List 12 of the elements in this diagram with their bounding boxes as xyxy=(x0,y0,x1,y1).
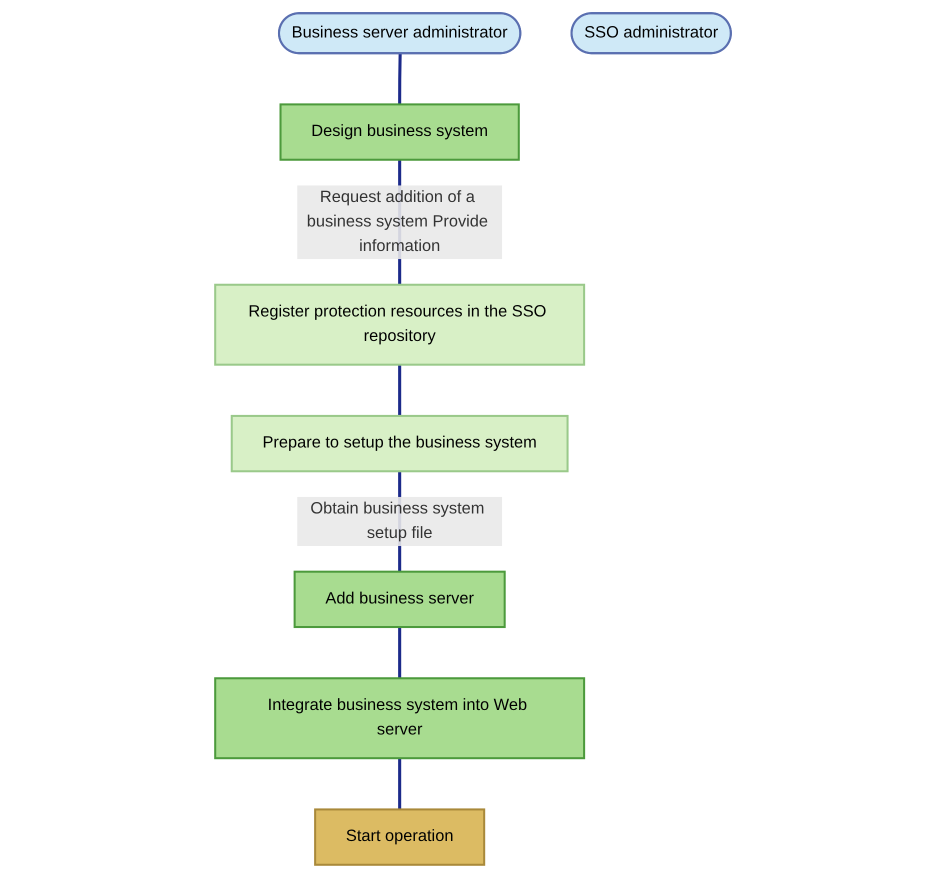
connector xyxy=(398,758,402,810)
node-box: Register protection resources in the SSO repository xyxy=(214,284,586,366)
node-box: Design business system xyxy=(280,103,520,161)
node-box: Integrate business system into Web server xyxy=(214,677,586,760)
edge-label: Request addition of a business system Provide information xyxy=(307,188,489,256)
connector xyxy=(398,54,402,104)
node-box: Prepare to setup the business system xyxy=(231,414,570,472)
connector xyxy=(398,627,402,678)
edge-label: Obtain business system setup file xyxy=(310,500,485,542)
node-box: Add business server xyxy=(294,570,506,628)
connector xyxy=(398,364,402,416)
node-box: Start operation xyxy=(314,808,486,866)
